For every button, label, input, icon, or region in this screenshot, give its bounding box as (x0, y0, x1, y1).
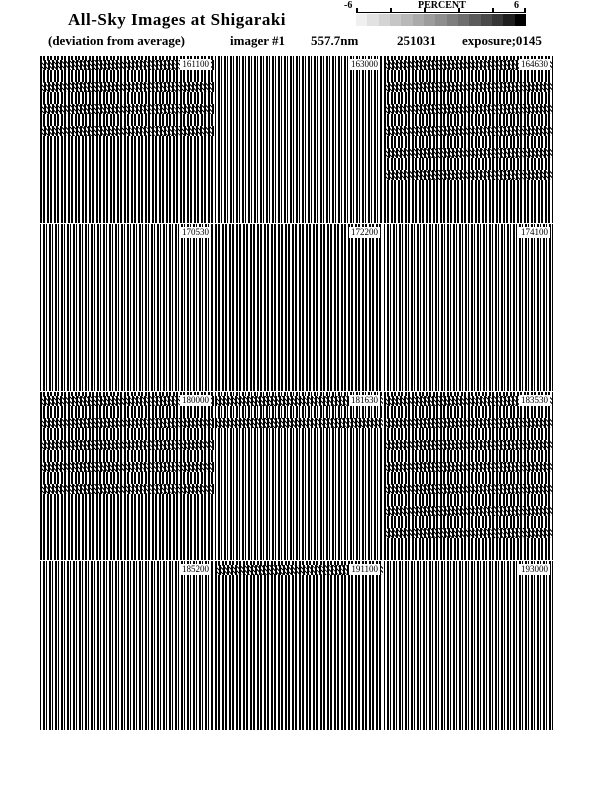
sky-image-panel: 161100 (40, 56, 214, 223)
panel-time-label: 163000 (349, 59, 380, 70)
dither-band (384, 170, 553, 180)
sky-image-panel: 181630 (215, 392, 383, 560)
colorbar-swatch (491, 14, 504, 26)
sky-image-panel: 174100 (384, 224, 553, 391)
panel-time-label: 193000 (519, 564, 550, 575)
colorbar-swatch (389, 14, 402, 26)
dither-band (40, 396, 214, 406)
dither-band (384, 506, 553, 516)
dither-band (40, 60, 214, 70)
colorbar-swatch (356, 14, 368, 26)
wavelength-label: 557.7nm (311, 33, 359, 48)
colorbar (356, 14, 526, 26)
colorbar-axis (356, 8, 526, 13)
figure-title: All-Sky Images at Shigaraki (68, 10, 286, 29)
sky-image-panel: 164630 (384, 56, 553, 223)
dither-band (215, 418, 383, 428)
panel-time-label: 161100 (180, 59, 211, 70)
sky-image-panel: 172200 (215, 224, 383, 391)
sky-image-panel: 191100 (215, 561, 383, 730)
sky-image-panel: 185200 (40, 561, 214, 730)
sky-image-panel: 193000 (384, 561, 553, 730)
colorbar-min: -6 (344, 0, 353, 11)
dither-band (40, 126, 214, 136)
dither-band (384, 60, 553, 70)
dither-band (384, 104, 553, 114)
dither-band (384, 148, 553, 158)
colorbar-swatch (423, 14, 436, 26)
subtitle: (deviation from average) (48, 33, 185, 48)
dither-band (40, 104, 214, 114)
colorbar-swatch (503, 14, 515, 26)
sky-image-panel: 170530 (40, 224, 214, 391)
exposure-label: exposure;0145 (462, 33, 542, 48)
dither-band (40, 82, 214, 92)
dither-band (215, 565, 383, 575)
panel-time-label: 164630 (519, 59, 550, 70)
colorbar-label: PERCENT (418, 0, 466, 11)
colorbar-swatch (446, 14, 458, 26)
dither-band (384, 462, 553, 472)
date-label: 251031 (397, 33, 436, 48)
dither-band (384, 82, 553, 92)
colorbar-swatch (480, 14, 492, 26)
colorbar-swatch (412, 14, 424, 26)
sky-image-panel: 163000 (215, 56, 383, 223)
dither-band (384, 418, 553, 428)
colorbar-swatch (514, 14, 526, 26)
colorbar-swatch (367, 14, 379, 26)
dither-band (40, 440, 214, 450)
panel-time-label: 172200 (349, 227, 380, 238)
dither-band (40, 462, 214, 472)
dither-band (384, 440, 553, 450)
colorbar-swatch (378, 14, 390, 26)
panel-time-label: 183530 (519, 395, 550, 406)
colorbar-swatch (435, 14, 447, 26)
dither-band (384, 126, 553, 136)
image-grid: 161100 163000 164630 170530 172200 174100 1800… (40, 56, 553, 731)
colorbar-swatch (469, 14, 481, 26)
dither-band (384, 528, 553, 538)
panel-time-label: 170530 (180, 227, 211, 238)
dither-band (384, 484, 553, 494)
colorbar-swatch (457, 14, 470, 26)
panel-time-label: 191100 (349, 564, 380, 575)
panel-time-label: 174100 (519, 227, 550, 238)
sky-image-panel: 180000 (40, 392, 214, 560)
dither-band (40, 484, 214, 494)
dither-band (215, 396, 383, 406)
panel-time-label: 180000 (180, 395, 211, 406)
colorbar-swatch (401, 14, 413, 26)
dither-band (384, 396, 553, 406)
panel-time-label: 181630 (349, 395, 380, 406)
imager-label: imager #1 (230, 33, 285, 48)
sky-image-panel: 183530 (384, 392, 553, 560)
colorbar-max: 6 (514, 0, 519, 11)
panel-time-label: 185200 (180, 564, 211, 575)
dither-band (40, 418, 214, 428)
